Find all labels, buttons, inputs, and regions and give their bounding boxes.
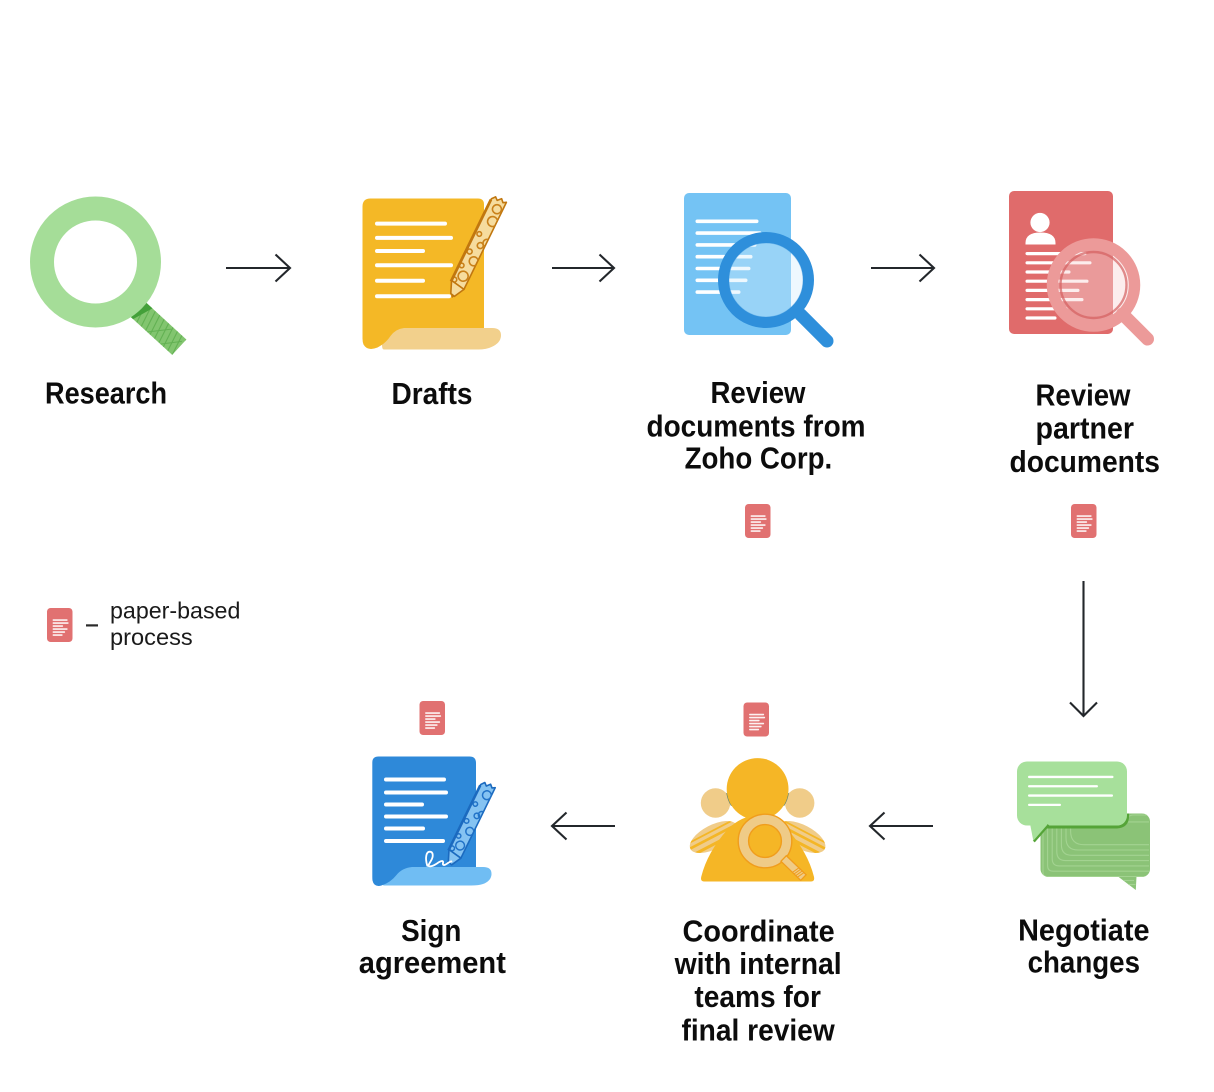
svg-text:changes: changes: [1028, 945, 1140, 980]
svg-text:teams for: teams for: [694, 979, 821, 1014]
svg-text:partner: partner: [1036, 410, 1135, 445]
svg-text:paper-based: paper-based: [110, 597, 240, 623]
svg-text:process: process: [110, 624, 193, 650]
svg-text:Drafts: Drafts: [392, 376, 473, 411]
svg-text:documents from: documents from: [647, 408, 866, 443]
svg-text:Sign: Sign: [401, 913, 461, 948]
svg-text:Zoho Corp.: Zoho Corp.: [685, 441, 833, 476]
svg-text:final review: final review: [682, 1012, 836, 1047]
svg-text:documents: documents: [1010, 444, 1161, 479]
svg-text:Negotiate: Negotiate: [1018, 913, 1149, 948]
svg-text:Research: Research: [45, 376, 167, 411]
svg-text:Coordinate: Coordinate: [683, 914, 835, 949]
svg-text:Review: Review: [711, 375, 807, 410]
svg-text:agreement: agreement: [359, 945, 506, 980]
svg-text:Review: Review: [1036, 378, 1132, 413]
svg-text:with internal: with internal: [674, 946, 842, 981]
